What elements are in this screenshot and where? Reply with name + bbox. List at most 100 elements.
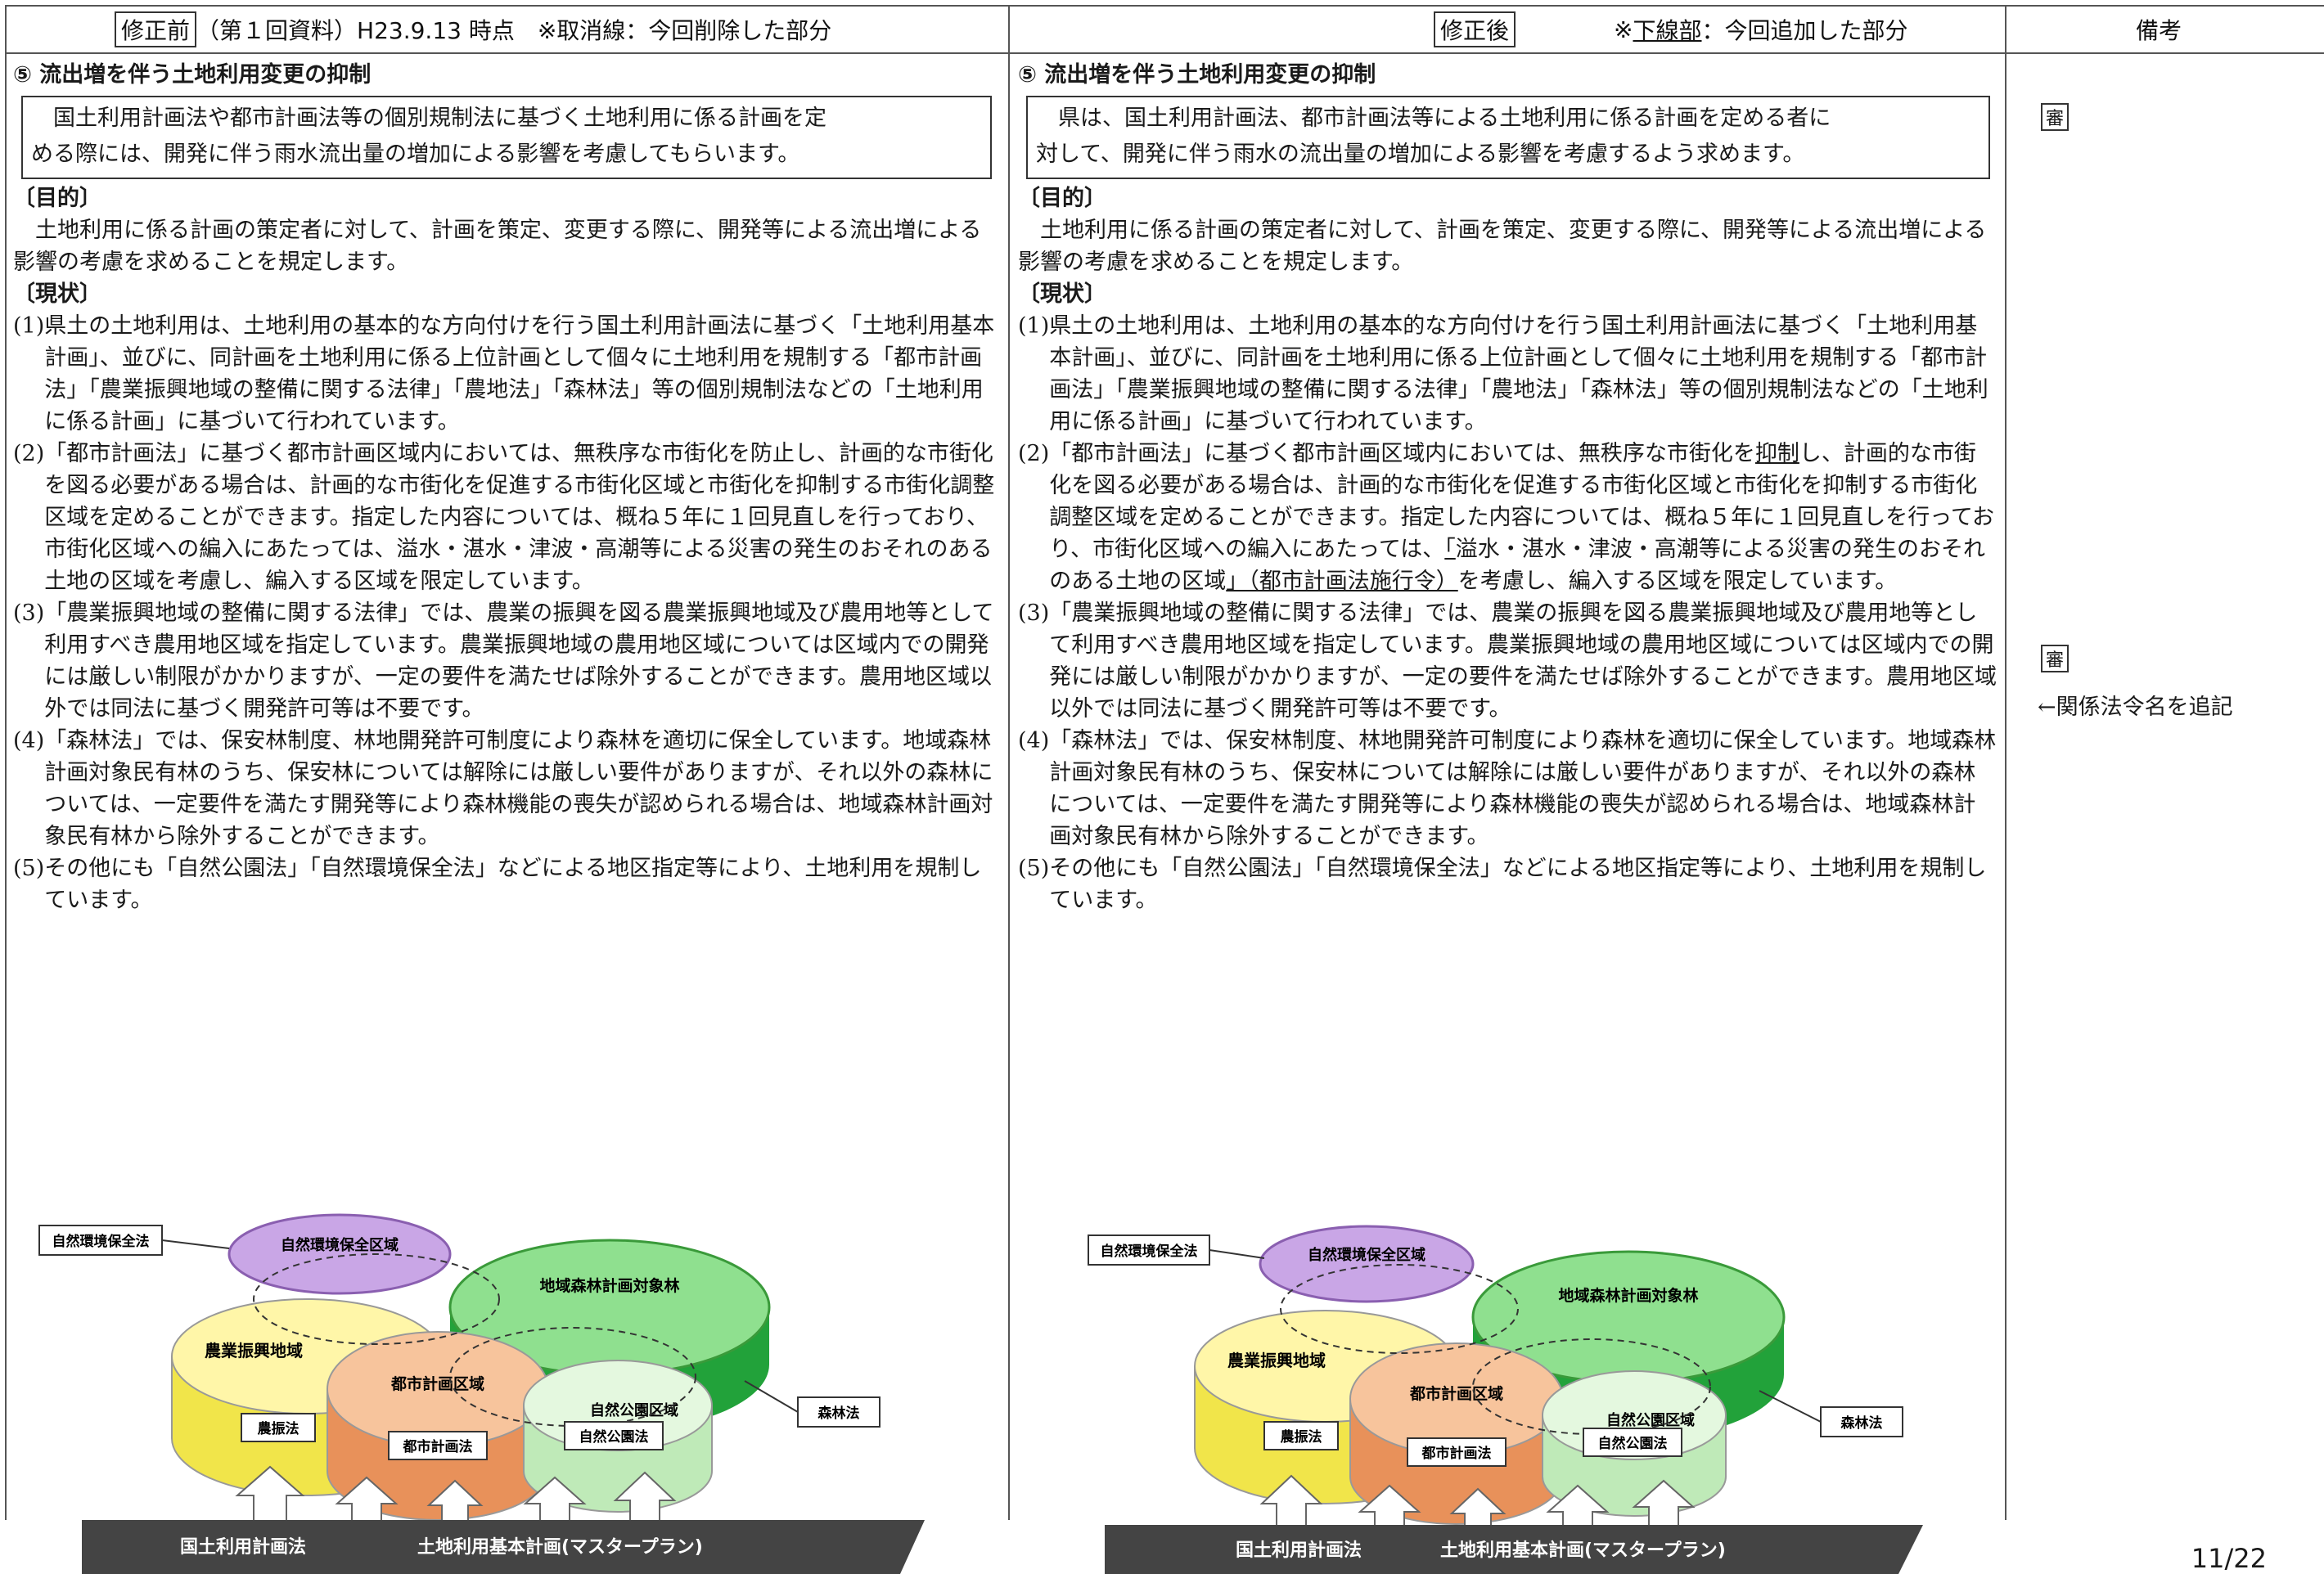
list-number: (1): [13, 313, 45, 339]
base-law-label: 国土利用計画法: [1236, 1540, 1362, 1561]
after-summary-box: 県は、国土利用計画法、都市計画法等による土地利用に係る計画を定める者に 対して、…: [1026, 96, 1990, 179]
law-box: [1583, 1428, 1682, 1457]
law-label-park: 自然公園法: [579, 1428, 649, 1446]
header-after: 修正後 ※下線部：今回追加した部分: [1434, 7, 1908, 52]
leader-line: [161, 1239, 230, 1249]
park-area-label: 自然公園区域: [590, 1401, 678, 1419]
after-item-4: (4)「森林法」では、保安林制度、林地開発許可制度により森林を適切に保全していま…: [1018, 725, 1997, 852]
after-item-5: (5)その他にも「自然公園法」「自然環境保全法」などによる地区指定等により、土地…: [1018, 852, 1997, 916]
before-column: ⑤ 流出増を伴う土地利用変更の抑制 国土利用計画法や都市計画法等の個別規制法に基…: [13, 59, 998, 916]
list-text: 「農業振興地域の整備に関する法律」では、農業の振興を図る農業振興地域及び農用地等…: [1049, 600, 1997, 722]
before-summary-line1: 国土利用計画法や都市計画法等の個別規制法に基づく土地利用に係る計画を定: [53, 106, 826, 131]
law-label-conservation: 自然環境保全法: [52, 1233, 150, 1250]
agri-area-label: 農業振興地域: [1227, 1351, 1326, 1370]
before-item-4: (4)「森林法」では、保安林制度、林地開発許可制度により森林を適切に保全していま…: [13, 725, 998, 852]
added-text: 」（都市計画法施行令）: [1226, 569, 1458, 594]
law-label-city: 都市計画法: [1421, 1445, 1492, 1462]
base-law-label: 国土利用計画法: [180, 1536, 306, 1558]
after-item-3: (3)「農業振興地域の整備に関する法律」では、農業の振興を図る農業振興地域及び農…: [1018, 597, 1997, 725]
before-status-label: 〔現状〕: [13, 281, 101, 307]
law-box: [564, 1421, 664, 1450]
added-text: 抑制: [1754, 441, 1799, 466]
leader-line: [1759, 1390, 1822, 1423]
law-box: [1407, 1437, 1507, 1467]
list-number: (2): [13, 441, 45, 466]
header-bottom-border: [5, 52, 2324, 54]
base-plan-label: 土地利用基本計画(マスタープラン): [417, 1536, 703, 1558]
base-slab: [1105, 1525, 1923, 1574]
list-text: 「森林法」では、保安林制度、林地開発許可制度により森林を適切に保全しています。地…: [1049, 728, 1997, 849]
law-label-city: 都市計画法: [403, 1438, 473, 1455]
city-area-label: 都市計画区域: [1409, 1384, 1503, 1403]
list-number: (5): [1018, 856, 1050, 881]
after-purpose-label: 〔目的〕: [1018, 186, 1106, 211]
list-number: (1): [1018, 313, 1050, 339]
header-after-note-rest: ：今回追加した部分: [1701, 17, 1908, 44]
overlap-dashed-outline: [253, 1253, 500, 1345]
column-divider-2: [2005, 5, 2006, 1520]
table-left-border: [5, 5, 7, 1520]
before-summary-box: 国土利用計画法や都市計画法等の個別規制法に基づく土地利用に係る計画を定 める際に…: [21, 96, 992, 179]
before-item-2: (2)「都市計画法」に基づく都市計画区域内においては、無秩序な市街化を防止し、計…: [13, 438, 998, 597]
table-top-border: [5, 5, 2324, 7]
forest-area-label: 地域森林計画対象林: [539, 1276, 679, 1295]
after-item-2: (2)「都市計画法」に基づく都市計画区域内においては、無秩序な市街化を抑制し、計…: [1018, 438, 1997, 597]
conservation-area-label: 自然環境保全区域: [1308, 1246, 1425, 1264]
overlap-dashed-outline: [1280, 1264, 1519, 1354]
list-text: 「都市計画法」に基づく都市計画区域内においては、無秩序な市街化を防止し、計画的な…: [44, 441, 995, 594]
before-item-3: (3)「農業振興地域の整備に関する法律」では、農業の振興を図る農業振興地域及び農…: [13, 597, 998, 725]
law-label-park: 自然公園法: [1598, 1435, 1668, 1452]
list-text: その他にも「自然公園法」「自然環境保全法」などによる地区指定等により、土地利用を…: [44, 856, 982, 913]
list-text: 「農業振興地域の整備に関する法律」では、農業の振興を図る農業振興地域及び農用地等…: [44, 600, 994, 722]
after-land-use-diagram: 地域森林計画対象林 自然環境保全区域 農業振興地域 都市計画区域 自然公園区域 …: [1080, 1211, 1980, 1574]
text-run: 「都市計画法」に基づく都市計画区域内においては、無秩序な市街化を: [1049, 441, 1755, 466]
after-section-title: ⑤ 流出増を伴う土地利用変更の抑制: [1018, 62, 1376, 88]
before-item-5: (5)その他にも「自然公園法」「自然環境保全法」などによる地区指定等により、土地…: [13, 852, 998, 916]
before-section-title: ⑤ 流出増を伴う土地利用変更の抑制: [13, 62, 372, 88]
law-box: [1263, 1421, 1339, 1450]
after-column: ⑤ 流出増を伴う土地利用変更の抑制 県は、国土利用計画法、都市計画法等による土地…: [1018, 59, 1997, 916]
agri-area-label: 農業振興地域: [205, 1341, 303, 1360]
before-item-1: (1)県土の土地利用は、土地利用の基本的な方向付けを行う国土利用計画法に基づく「…: [13, 310, 998, 438]
support-arrows: [1259, 1474, 1696, 1535]
before-purpose-label: 〔目的〕: [13, 186, 101, 211]
before-summary-line2: める際には、開発に伴う雨水流出量の増加による影響を考慮してもらいます。: [31, 142, 800, 167]
header-after-note-underlined: 下線部: [1633, 17, 1702, 44]
list-text: 県土の土地利用は、土地利用の基本的な方向付けを行う国土利用計画法に基づく「土地利…: [44, 313, 995, 434]
header-before-boxed: 修正前: [115, 11, 197, 47]
remarks-note: ←関係法令名を追記: [2038, 695, 2233, 720]
leader-line: [1209, 1249, 1265, 1259]
law-label-agri: 農振法: [1281, 1428, 1322, 1446]
column-divider-1: [1008, 5, 1010, 1520]
law-box: [241, 1413, 316, 1442]
header-remarks: 備考: [2136, 17, 2182, 44]
header-after-note-prefix: ※: [1614, 16, 1633, 43]
header-after-boxed: 修正後: [1434, 11, 1516, 47]
law-label-forest: 森林法: [1841, 1414, 1883, 1432]
list-number: (4): [13, 728, 45, 753]
conservation-area-top: [227, 1213, 452, 1295]
law-box: [1088, 1234, 1210, 1266]
base-slab: [82, 1520, 925, 1574]
law-box: [38, 1225, 163, 1256]
header-before-note: （第１回資料）H23.9.13 時点 ※取消線：今回削除した部分: [196, 17, 832, 44]
text-run: を考慮し、編入する区域を限定しています。: [1457, 569, 1898, 594]
header-before: 修正前 （第１回資料）H23.9.13 時点 ※取消線：今回削除した部分: [115, 7, 831, 52]
list-number: (2): [1018, 441, 1050, 466]
page-number: 11/22: [2191, 1543, 2267, 1574]
text-run: し、計画的な市街化を図る必要がある場合は、計画的な市街化を促進する市街化区域と市…: [1049, 441, 1995, 562]
list-text: その他にも「自然公園法」「自然環境保全法」などによる地区指定等により、土地利用を…: [1049, 856, 1987, 913]
list-text: 県土の土地利用は、土地利用の基本的な方向付けを行う国土利用計画法に基づく「土地利…: [1049, 313, 1988, 434]
after-status-label: 〔現状〕: [1018, 281, 1106, 307]
added-text: 「: [1444, 537, 1456, 562]
list-text: 「都市計画法」に基づく都市計画区域内においては、無秩序な市街化を抑制し、計画的な…: [1049, 438, 1997, 597]
list-number: (5): [13, 856, 45, 881]
after-summary-line1: 県は、国土利用計画法、都市計画法等による土地利用に係る計画を定める者に: [1058, 106, 1831, 131]
list-number: (3): [13, 600, 45, 626]
after-item-1: (1)県土の土地利用は、土地利用の基本的な方向付けを行う国土利用計画法に基づく「…: [1018, 310, 1997, 438]
base-plan-label: 土地利用基本計画(マスタープラン): [1440, 1540, 1726, 1561]
review-mark-1: 審: [2041, 103, 2069, 131]
list-number: (4): [1018, 728, 1050, 753]
text-run: 溢水・湛水・津波・高潮等による災害の発生のおそれのある土地の区域: [1049, 537, 1985, 594]
after-purpose-text: 土地利用に係る計画の策定者に対して、計画を策定、変更する際に、開発等による流出増…: [1018, 218, 1987, 275]
